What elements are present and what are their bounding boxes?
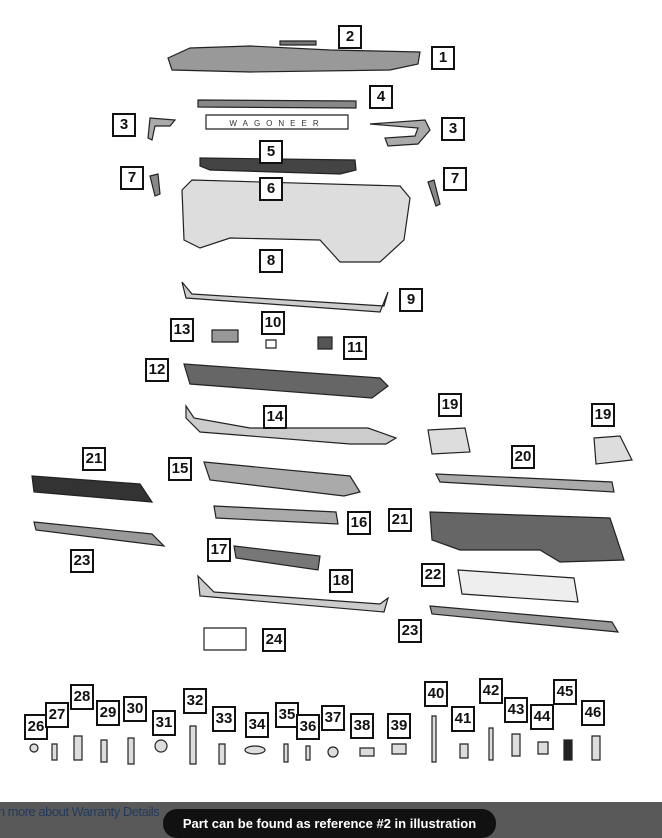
part-21-right-grille [430, 512, 624, 562]
callout-4[interactable]: 4 [369, 85, 393, 109]
part-4-molding [198, 100, 356, 108]
callout-45[interactable]: 45 [553, 679, 577, 705]
callout-40[interactable]: 40 [424, 681, 448, 707]
callout-5[interactable]: 5 [259, 140, 283, 164]
callout-6[interactable]: 6 [259, 177, 283, 201]
callout-2[interactable]: 2 [338, 25, 362, 49]
callout-16[interactable]: 16 [347, 511, 371, 535]
part-7-left [150, 174, 160, 196]
callout-35[interactable]: 35 [275, 702, 299, 728]
part-19-left-bezel [428, 428, 470, 454]
parts-illustration: WAGONEER 1 2 3 3 4 5 6 7 7 8 9 10 11 12 … [0, 0, 662, 800]
callout-8[interactable]: 8 [259, 249, 283, 273]
callout-14[interactable]: 14 [263, 405, 287, 429]
callout-9[interactable]: 9 [399, 288, 423, 312]
part-6-bracket [200, 158, 356, 174]
part-24-plate [204, 628, 246, 650]
callout-42[interactable]: 42 [479, 678, 503, 704]
callout-15[interactable]: 15 [168, 457, 192, 481]
part-20-molding [436, 474, 614, 492]
callout-7-left[interactable]: 7 [120, 166, 144, 190]
callout-41[interactable]: 41 [451, 706, 475, 732]
part-21-left-grille [32, 476, 152, 502]
part-16-shield [214, 506, 338, 524]
reference-tooltip: Part can be found as reference #2 in ill… [163, 809, 496, 838]
callout-44[interactable]: 44 [530, 704, 554, 730]
callout-23-left[interactable]: 23 [70, 549, 94, 573]
part-22-insert [458, 570, 578, 602]
callout-7-right[interactable]: 7 [443, 167, 467, 191]
fastener-drawings [30, 716, 600, 764]
callout-23-right[interactable]: 23 [398, 619, 422, 643]
callout-20[interactable]: 20 [511, 445, 535, 469]
wordmark-text: WAGONEER [229, 119, 324, 128]
part-11-sensor [318, 337, 332, 349]
callout-39[interactable]: 39 [387, 713, 411, 739]
callout-32[interactable]: 32 [183, 688, 207, 714]
callout-37[interactable]: 37 [321, 705, 345, 731]
warranty-details-link[interactable]: rn more about Warranty Details [0, 804, 160, 819]
part-2-emblem [280, 41, 316, 45]
part-1-grille-top [168, 46, 420, 72]
callout-33[interactable]: 33 [212, 706, 236, 732]
callout-1[interactable]: 1 [431, 46, 455, 70]
callout-21-left[interactable]: 21 [82, 447, 106, 471]
callout-19-left[interactable]: 19 [438, 393, 462, 417]
part-15-beam [204, 462, 360, 496]
callout-38[interactable]: 38 [350, 713, 374, 739]
part-7-right [428, 180, 440, 206]
part-3-left-trim [148, 118, 175, 140]
callout-24[interactable]: 24 [262, 628, 286, 652]
callout-18[interactable]: 18 [329, 569, 353, 593]
callout-30[interactable]: 30 [123, 696, 147, 722]
callout-13[interactable]: 13 [170, 318, 194, 342]
parts-drawing: WAGONEER [0, 0, 662, 800]
callout-10[interactable]: 10 [261, 311, 285, 335]
callout-43[interactable]: 43 [504, 697, 528, 723]
callout-21-right[interactable]: 21 [388, 508, 412, 532]
callout-11[interactable]: 11 [343, 336, 367, 360]
part-3-right-trim [370, 120, 430, 146]
part-14-lower [186, 406, 396, 444]
callout-22[interactable]: 22 [421, 563, 445, 587]
callout-19-right[interactable]: 19 [591, 403, 615, 427]
callout-36[interactable]: 36 [296, 714, 320, 740]
callout-31[interactable]: 31 [152, 710, 176, 736]
part-12-reinforcement [184, 364, 388, 398]
callout-29[interactable]: 29 [96, 700, 120, 726]
part-23-right-skid [430, 606, 618, 632]
callout-12[interactable]: 12 [145, 358, 169, 382]
callout-3-right[interactable]: 3 [441, 117, 465, 141]
part-5-nameplate [206, 115, 348, 129]
callout-17[interactable]: 17 [207, 538, 231, 562]
callout-46[interactable]: 46 [581, 700, 605, 726]
part-10-clip [266, 340, 276, 348]
footer-bar: rn more about Warranty Details Part can … [0, 802, 662, 838]
part-9-strip [182, 282, 388, 312]
part-13-bracket [212, 330, 238, 342]
callout-34[interactable]: 34 [245, 712, 269, 738]
part-17-bracket [234, 546, 320, 570]
part-18-skid [198, 576, 388, 612]
part-19-right-bezel [594, 436, 632, 464]
callout-3-left[interactable]: 3 [112, 113, 136, 137]
callout-27[interactable]: 27 [45, 702, 69, 728]
part-8-fascia [182, 180, 410, 262]
callout-28[interactable]: 28 [70, 684, 94, 710]
part-23-left-skid [34, 522, 164, 546]
